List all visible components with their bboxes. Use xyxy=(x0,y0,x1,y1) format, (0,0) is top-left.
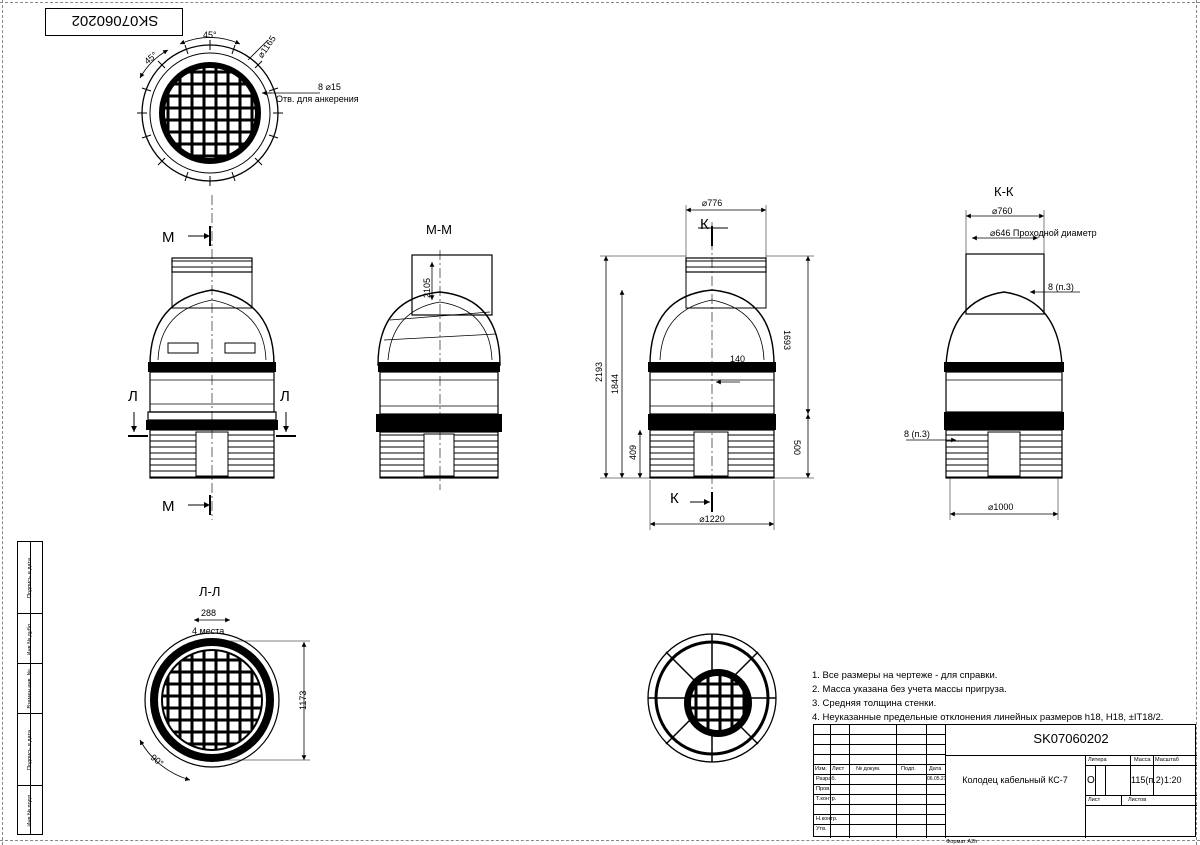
section-mark-k-top: К xyxy=(700,216,709,233)
ll-width-label: 288 xyxy=(201,608,216,618)
sheets-label: Листов xyxy=(1128,797,1147,803)
sheet-border-bottom xyxy=(0,840,1200,841)
sheet-label: Лист xyxy=(1088,797,1101,803)
section-mark-l-right: Л xyxy=(280,388,290,405)
note-item: 3. Средняя толщина стенки. xyxy=(812,698,937,709)
hdr-doc: № докум. xyxy=(856,766,881,772)
row-checked: Пров. xyxy=(816,786,831,792)
section-mark-m-top: М xyxy=(162,229,175,246)
title-block: Изм. Лист № докум. Подп. Дата Разраб. 06… xyxy=(813,724,1197,838)
section-mark-m-bottom: М xyxy=(162,498,175,515)
note-item: 1. Все размеры на чертеже - для справки. xyxy=(812,670,998,681)
top-angle-label: 45° xyxy=(203,30,217,40)
section-kk-title: К-К xyxy=(994,184,1014,199)
section-mark-k-bottom: К xyxy=(670,490,679,507)
mm-height-label: 2105 xyxy=(422,278,432,298)
ll-height-label: 1173 xyxy=(298,691,308,710)
ll-count-label: 4 места xyxy=(192,626,224,636)
side-height-total: 2193 xyxy=(594,362,604,382)
stamp-cell: Инв № дубл. xyxy=(18,614,42,664)
row-approved: Утв. xyxy=(816,826,827,832)
section-kk-view xyxy=(906,210,1080,520)
left-angle-label: 45° xyxy=(142,50,159,67)
scale-value: 1:20 xyxy=(1164,775,1182,785)
side-elevation-view xyxy=(600,205,814,530)
product-name: Колодец кабельный КС-7 xyxy=(962,775,1068,785)
sheet-border-top xyxy=(0,2,1200,3)
side-offset-label: 140 xyxy=(730,354,745,364)
mass-value: 115(п.2) xyxy=(1131,775,1164,785)
kk-wall-top: 8 (п.3) xyxy=(1048,282,1074,292)
sheet-border-left xyxy=(2,0,3,845)
kk-diameter-outer: ⌀760 xyxy=(992,206,1012,216)
diameter-label: ⌀1165 xyxy=(256,34,278,60)
stamp-cell: Инв № подл. xyxy=(27,793,33,827)
holes-label: 8 ⌀15 xyxy=(318,82,341,92)
section-mm-view xyxy=(376,250,502,490)
mirrored-code-stamp: SK07060202 xyxy=(45,8,183,36)
developer-date: 06.05.21 xyxy=(927,776,947,782)
side-height-body: 1844 xyxy=(610,374,620,394)
litera-label: Литера xyxy=(1088,757,1107,763)
row-tcontrol: Т.контр. xyxy=(816,796,837,802)
side-height-base-right: 500 xyxy=(792,440,802,455)
holes-note: Отв. для анкерения xyxy=(276,94,359,104)
side-diameter-top: ⌀776 xyxy=(702,198,722,208)
hdr-sign: Подп. xyxy=(901,766,916,772)
general-notes: 1. Все размеры на чертеже - для справки.… xyxy=(812,669,1163,725)
front-elevation-view xyxy=(128,195,296,520)
kk-diameter-inner: ⌀646 Проходной диаметр xyxy=(990,228,1097,238)
hdr-change: Изм. xyxy=(815,766,827,772)
bottom-plan-view xyxy=(647,633,777,763)
section-mark-l-left: Л xyxy=(128,388,138,405)
top-plan-view xyxy=(137,37,320,186)
scale-label: Масштаб xyxy=(1155,757,1179,763)
mass-label: Масса xyxy=(1134,757,1151,763)
note-item: 4. Неуказанные предельные отклонения лин… xyxy=(812,712,1164,723)
sheet-border-right xyxy=(1196,0,1197,845)
section-ll-view xyxy=(139,617,310,782)
kk-wall-bottom: 8 (п.3) xyxy=(904,429,930,439)
hdr-date: Дата xyxy=(929,766,942,772)
stamp-cell: Подпись и дата xyxy=(18,542,42,614)
hdr-sheet: Лист xyxy=(832,766,845,772)
kk-diameter-base: ⌀1000 xyxy=(988,502,1013,512)
row-ncontrol: Н.контр. xyxy=(816,816,838,822)
litera-value: О xyxy=(1087,775,1095,786)
designation: SK07060202 xyxy=(1033,731,1109,746)
section-mm-title: М-М xyxy=(426,222,452,237)
row-developer: Разраб. xyxy=(816,776,837,782)
format-label: Формат A2h xyxy=(946,839,977,845)
side-height-base: 409 xyxy=(628,445,638,460)
side-diameter-bottom: ⌀1220 xyxy=(699,514,724,524)
side-height-right: 1693 xyxy=(782,330,792,350)
left-stamp-column: Подпись и дата Инв № дубл. Взамен инв. №… xyxy=(17,541,43,835)
stamp-cell: Взамен инв. № xyxy=(18,664,42,714)
note-item: 2. Масса указана без учета массы пригруз… xyxy=(812,684,1007,695)
section-ll-title: Л-Л xyxy=(199,584,220,599)
stamp-cell: Подпись и дата xyxy=(18,714,42,786)
